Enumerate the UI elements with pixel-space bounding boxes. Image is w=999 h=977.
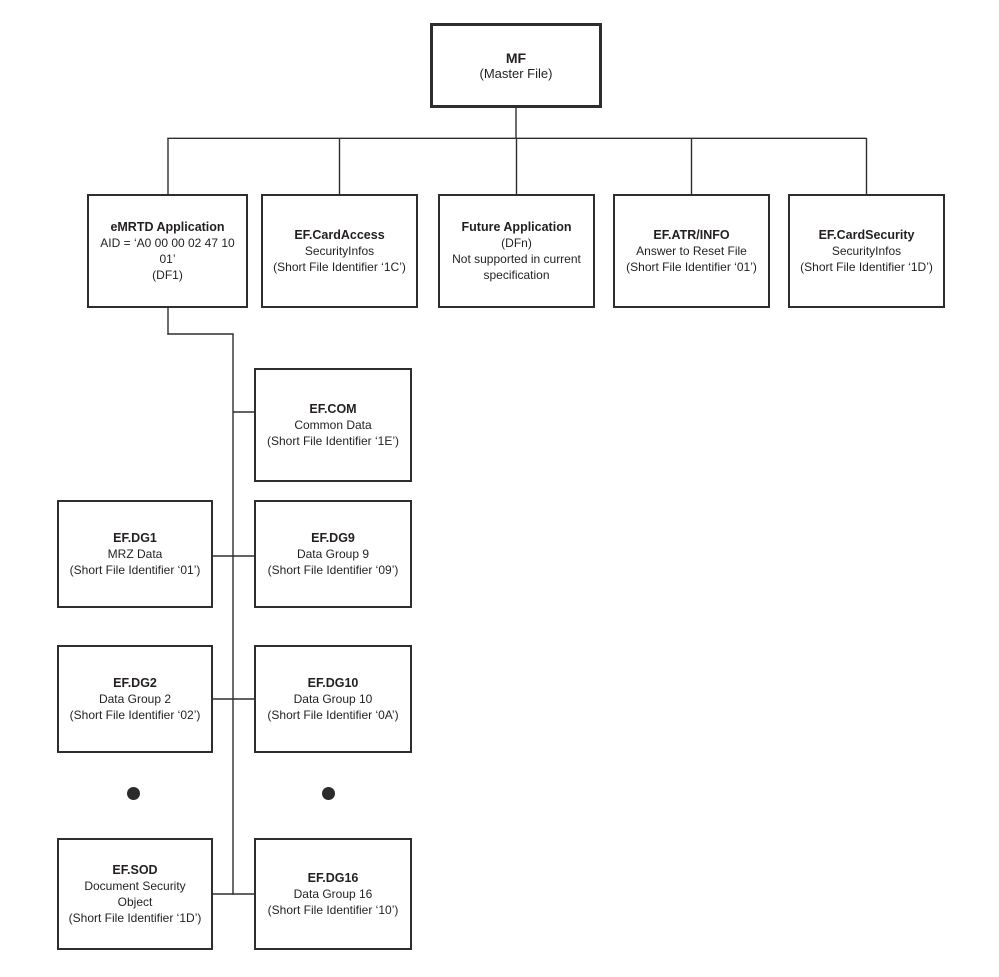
node-future-application-line: (DFn)	[501, 236, 532, 250]
node-ef-com-line: Common Data	[294, 418, 372, 432]
node-mf-line: (Master File)	[479, 65, 553, 81]
node-ef-dg2-line: (Short File Identifier ‘02’)	[69, 708, 201, 722]
node-ef-dg10: EF.DG10 Data Group 10 (Short File Identi…	[254, 645, 412, 753]
node-ef-dg10-title: EF.DG10	[307, 676, 359, 690]
node-ef-cardsecurity: EF.CardSecurity SecurityInfos (Short Fil…	[788, 194, 945, 308]
node-ef-dg9-title: EF.DG9	[311, 531, 355, 545]
node-ef-dg1: EF.DG1 MRZ Data (Short File Identifier ‘…	[57, 500, 213, 608]
node-ef-dg9-line: (Short File Identifier ‘09’)	[267, 563, 399, 577]
node-future-application-line: Not supported in current	[452, 252, 581, 266]
node-mf: MF (Master File)	[430, 23, 602, 108]
node-future-application-line: specification	[483, 268, 550, 282]
node-mf-title: MF	[505, 49, 527, 66]
node-ef-cardaccess-line: (Short File Identifier ‘1C’)	[273, 260, 406, 274]
node-ef-sod-line: (Short File Identifier ‘1D’)	[68, 911, 202, 925]
node-ef-cardsecurity-line: SecurityInfos	[831, 244, 902, 258]
node-ef-sod-line: Document Security	[84, 879, 186, 893]
node-ef-atr-info: EF.ATR/INFO Answer to Reset File (Short …	[613, 194, 770, 308]
node-ef-dg2-title: EF.DG2	[113, 676, 157, 690]
node-ef-dg16-title: EF.DG16	[307, 871, 359, 885]
node-emrtd-application-line: AID = ‘A0 00 00 02 47 10 01’	[100, 236, 235, 266]
node-ef-sod: EF.SOD Document Security Object (Short F…	[57, 838, 213, 950]
node-ef-com-title: EF.COM	[309, 402, 357, 416]
node-ef-cardaccess-line: SecurityInfos	[304, 244, 375, 258]
node-ef-dg10-line: (Short File Identifier ‘0A’)	[267, 708, 399, 722]
node-ef-dg10-line: Data Group 10	[293, 692, 373, 706]
node-future-application: Future Application (DFn) Not supported i…	[438, 194, 595, 308]
node-ef-dg2-line: Data Group 2	[98, 692, 172, 706]
ellipsis-dot	[322, 787, 335, 800]
node-ef-dg2: EF.DG2 Data Group 2 (Short File Identifi…	[57, 645, 213, 753]
node-emrtd-application-title: eMRTD Application	[110, 220, 225, 234]
node-ef-cardaccess-title: EF.CardAccess	[294, 228, 385, 242]
node-emrtd-application-line: (DF1)	[152, 268, 183, 282]
node-ef-dg1-line: MRZ Data	[107, 547, 163, 561]
node-ef-cardaccess: EF.CardAccess SecurityInfos (Short File …	[261, 194, 418, 308]
node-ef-dg16-line: Data Group 16	[293, 887, 373, 901]
node-ef-dg9: EF.DG9 Data Group 9 (Short File Identifi…	[254, 500, 412, 608]
node-ef-dg1-line: (Short File Identifier ‘01’)	[69, 563, 201, 577]
node-ef-cardsecurity-line: (Short File Identifier ‘1D’)	[800, 260, 933, 274]
node-ef-atr-info-line: (Short File Identifier ‘01’)	[626, 260, 757, 274]
node-ef-atr-info-line: Answer to Reset File	[636, 244, 747, 258]
node-ef-com: EF.COM Common Data (Short File Identifie…	[254, 368, 412, 482]
node-future-application-title: Future Application	[461, 220, 572, 234]
node-ef-sod-line: Object	[117, 895, 153, 909]
node-ef-sod-title: EF.SOD	[112, 863, 158, 877]
node-emrtd-application: eMRTD Application AID = ‘A0 00 00 02 47 …	[87, 194, 248, 308]
node-ef-dg9-line: Data Group 9	[296, 547, 370, 561]
ellipsis-dot	[127, 787, 140, 800]
node-ef-dg1-title: EF.DG1	[113, 531, 157, 545]
node-ef-atr-info-title: EF.ATR/INFO	[653, 228, 730, 242]
node-ef-cardsecurity-title: EF.CardSecurity	[818, 228, 915, 242]
node-ef-dg16: EF.DG16 Data Group 16 (Short File Identi…	[254, 838, 412, 950]
node-ef-com-line: (Short File Identifier ‘1E’)	[266, 434, 400, 448]
node-ef-dg16-line: (Short File Identifier ‘10’)	[267, 903, 399, 917]
